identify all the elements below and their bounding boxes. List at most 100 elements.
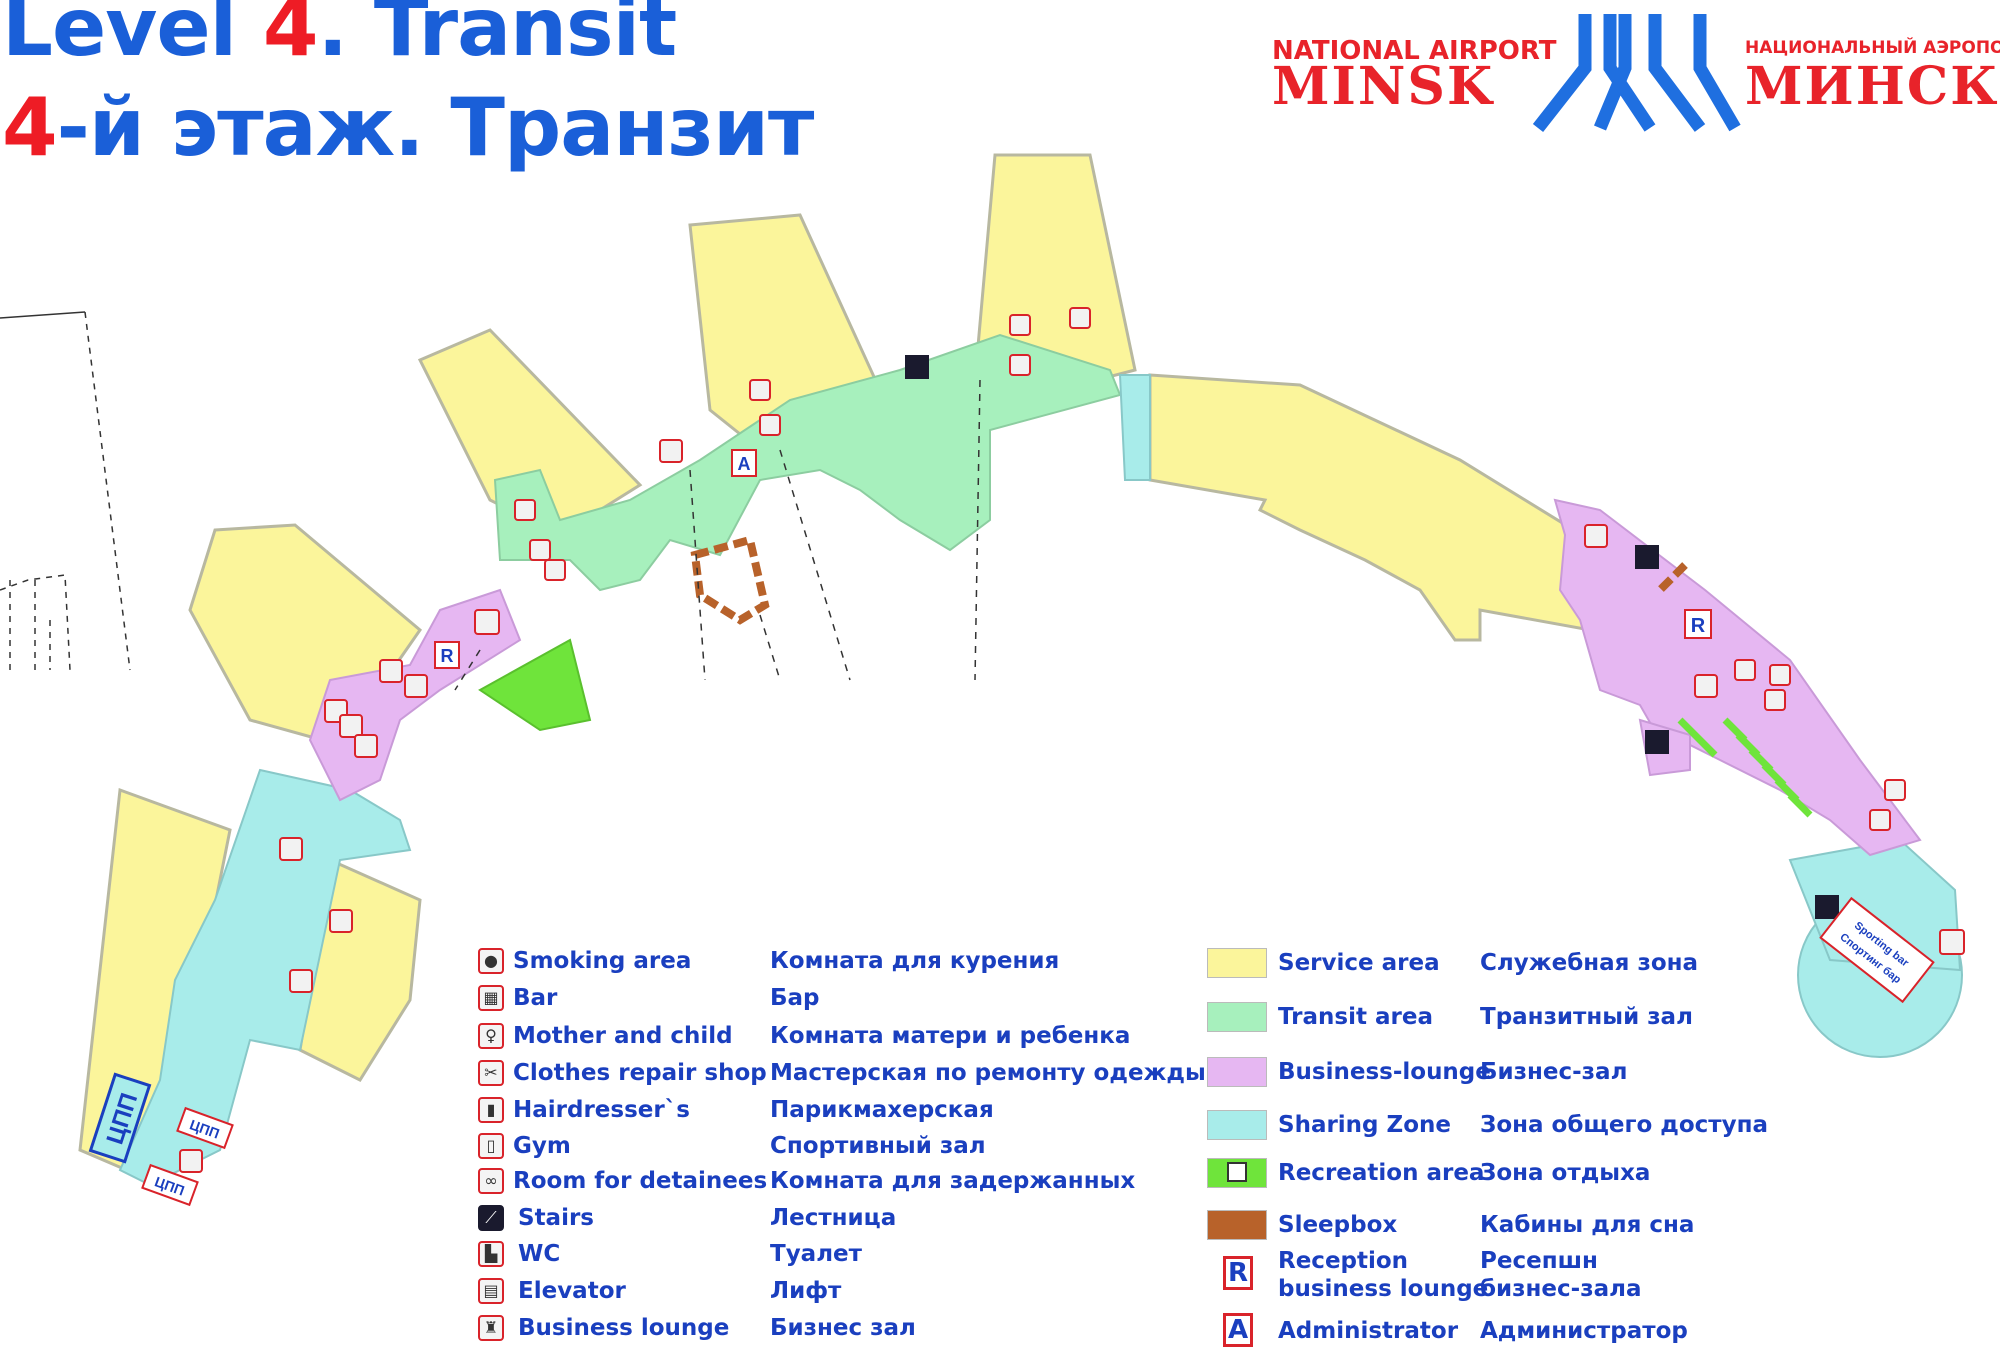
wc-icon: [544, 559, 566, 581]
stairs-icon: [1635, 545, 1659, 569]
reception-marker: R: [434, 641, 460, 669]
legend-en-9: Elevator: [518, 1278, 626, 1304]
building-outline-left: [0, 311, 131, 671]
legend-reception-ru-2: бизнес-зала: [1480, 1276, 1642, 1302]
hairdresser-icon: ▮: [478, 1097, 504, 1123]
legend-en-2: Mother and child: [513, 1023, 733, 1049]
bar-icon: ▦: [478, 985, 504, 1011]
stairs-icon: [905, 355, 929, 379]
legend-en-4: Hairdresser`s: [513, 1097, 690, 1123]
legend-ru-1: Бар: [770, 985, 820, 1011]
wc-icon: [514, 499, 536, 521]
logo-minsk-en: MINSK: [1272, 56, 1495, 117]
legend-area-en-0: Service area: [1278, 950, 1440, 976]
smoking-icon: [379, 659, 403, 683]
title-english: Level 4. Transit: [2, 0, 677, 68]
title-en-suffix: . Transit: [317, 0, 678, 74]
logo-national-airport: NATIONAL AIRPORT: [1272, 36, 1557, 66]
reception-marker-2: R: [1684, 609, 1712, 639]
legend-admin-en: Administrator: [1278, 1318, 1459, 1344]
legend-area-en-2: Business-lounge: [1278, 1059, 1491, 1085]
smoking-icon: [1939, 929, 1965, 955]
legend-en-3: Clothes repair shop: [513, 1060, 767, 1086]
stairs-icons: [905, 355, 1839, 919]
bar-icon: [329, 909, 353, 933]
legend-en-10: Business lounge: [518, 1315, 730, 1341]
stairs-icon: ⟋: [478, 1205, 504, 1231]
wc-icon: [339, 714, 363, 738]
wc-icon: [1009, 314, 1031, 336]
legend-reception-en-1: Reception: [1278, 1248, 1409, 1274]
wc-icon: [1009, 354, 1031, 376]
smoking-icon: [1069, 307, 1091, 329]
legend-area-en-4: Recreation area: [1278, 1160, 1485, 1186]
elevator-icon: [1884, 779, 1906, 801]
service-arm-east: [1148, 373, 1592, 642]
wc-icon: [759, 414, 781, 436]
legend-en-1: Bar: [513, 985, 558, 1011]
legend-ru-5: Спортивный зал: [770, 1133, 986, 1159]
checkpoint-small-1: ЦПП: [176, 1106, 234, 1150]
reception-label-2: R: [1691, 615, 1706, 637]
legend-area-ru-0: Служебная зона: [1480, 950, 1699, 976]
wc-icon: [1734, 659, 1756, 681]
title-ru-number: 4: [2, 81, 58, 174]
legend-en-7: Stairs: [518, 1205, 594, 1231]
gym-icon: ▯: [478, 1133, 504, 1159]
legend-ru-0: Комната для курения: [770, 948, 1060, 974]
logo-emblem-icon: [1532, 14, 1741, 133]
legend-ru-2: Комната матери и ребенка: [770, 1023, 1131, 1049]
legend-en-6: Room for detainees: [513, 1168, 768, 1194]
swatch-service: [1207, 948, 1267, 978]
legend-en-8: WC: [518, 1241, 561, 1267]
wc-icon: [749, 379, 771, 401]
recreation-area: [478, 638, 592, 732]
swatch-sharing: [1207, 1110, 1267, 1140]
legend-area-en-5: Sleepbox: [1278, 1212, 1398, 1238]
legend-area-ru-5: Кабины для сна: [1480, 1212, 1695, 1238]
reception-icon: R: [1223, 1256, 1253, 1290]
swatch-transit: [1207, 1002, 1267, 1032]
mother-child-icon: ♀: [478, 1023, 504, 1049]
legend-area-en-1: Transit area: [1278, 1004, 1433, 1030]
mother-child-icon: [289, 969, 313, 993]
swatch-recreation: [1207, 1158, 1267, 1188]
elevator-icon: [529, 539, 551, 561]
swatch-business-lounge: [1207, 1057, 1267, 1087]
detainees-icon: [1584, 524, 1608, 548]
transit-hall: [493, 333, 1122, 592]
smoking-icon: ●: [478, 948, 504, 974]
clothes-repair-icon: [279, 837, 303, 861]
smoking-icon: [1769, 664, 1791, 686]
business-lounge-icon: ♜: [478, 1315, 504, 1341]
elevator-icon: ▤: [478, 1278, 504, 1304]
clothes-repair-icon: ✂: [478, 1060, 504, 1086]
checkpoint-small-2: ЦПП: [141, 1163, 199, 1207]
legend-reception-ru-1: Ресепшн: [1480, 1248, 1598, 1274]
logo-minsk-ru: МИНСК: [1745, 56, 2000, 117]
legend-ru-4: Парикмахерская: [770, 1097, 994, 1123]
legend-area-ru-3: Зона общего доступа: [1480, 1112, 1769, 1138]
gym-icon: [1764, 689, 1786, 711]
legend-reception-en-2: business lounge: [1278, 1276, 1489, 1302]
bar-icon: [659, 439, 683, 463]
business-lounge-icon: [474, 609, 500, 635]
stairs-icon: [1815, 895, 1839, 919]
stairs-icon: [1645, 730, 1669, 754]
recreation-strips: [1677, 717, 1813, 818]
title-ru-suffix: -й этаж. Транзит: [56, 81, 815, 174]
logo-national-airport-ru: НАЦИОНАЛЬНЫЙ АЭРОПОРТ: [1745, 38, 2000, 58]
legend-admin-ru: Администратор: [1480, 1318, 1688, 1344]
admin-marker: A: [731, 449, 757, 477]
sharing-connector: [1118, 374, 1151, 481]
legend-area-en-3: Sharing Zone: [1278, 1112, 1451, 1138]
legend-area-ru-2: Бизнес-зал: [1480, 1059, 1628, 1085]
wc-icon: [354, 734, 378, 758]
sharing-south-corridor: [118, 768, 412, 1187]
legend-ru-8: Туалет: [770, 1241, 862, 1267]
wc-icon: [1869, 809, 1891, 831]
legend-en-0: Smoking area: [513, 948, 692, 974]
legend-ru-10: Бизнес зал: [770, 1315, 916, 1341]
title-en-prefix: Level: [2, 0, 263, 74]
map-icons: [179, 307, 1965, 1173]
